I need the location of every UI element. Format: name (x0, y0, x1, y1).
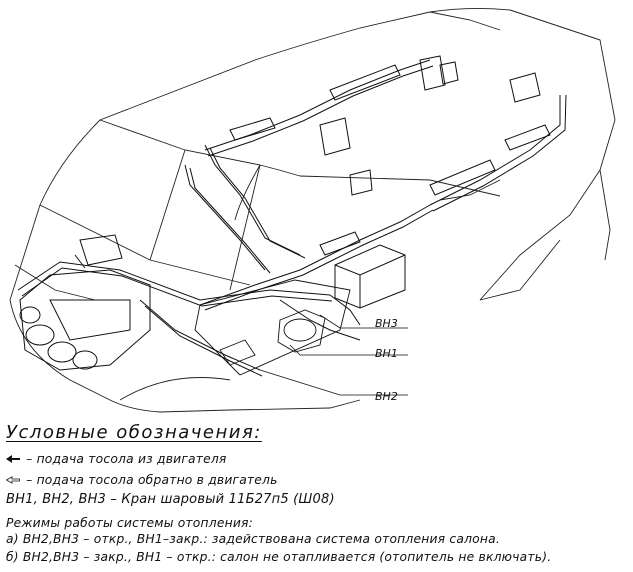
legend-modes-title: Режимы работы системы отопления: (6, 516, 253, 530)
pipelines (17, 59, 567, 377)
legend-item-supply: – подача тосола из двигателя (6, 452, 227, 466)
coolant-tank (334, 244, 406, 309)
arrow-hollow-icon (5, 473, 22, 487)
engine-block (19, 234, 151, 371)
callout-vn2: ВН2 (375, 390, 398, 403)
callout-vn3: ВН3 (375, 317, 398, 330)
legend-mode-b: б) ВН2,ВН3 – закр., ВН1 – откр.: салон н… (6, 550, 552, 564)
van-body-outline (9, 7, 616, 413)
legend-valves: ВН1, ВН2, ВН3 – Кран шаровый 11Б27п5 (Ш0… (6, 492, 335, 507)
legend-item-return: – подача тосола обратно в двигатель (5, 473, 278, 487)
legend-item-return-text: – подача тосола обратно в двигатель (26, 473, 278, 487)
legend: Условные обозначения: – подача тосола из… (5, 420, 631, 570)
heaters (229, 55, 551, 256)
arrow-solid-icon (6, 452, 22, 466)
legend-title: Условные обозначения: (6, 422, 262, 443)
legend-mode-a: а) ВН2,ВН3 – откр., ВН1–закр.: задейство… (6, 532, 500, 546)
legend-item-supply-text: – подача тосола из двигателя (26, 452, 227, 466)
callout-lines (259, 314, 408, 396)
valve-frame (194, 279, 351, 376)
heating-system-diagram: ВН3 ВН1 ВН2 (9, 7, 616, 413)
callout-vn1: ВН1 (375, 347, 398, 360)
